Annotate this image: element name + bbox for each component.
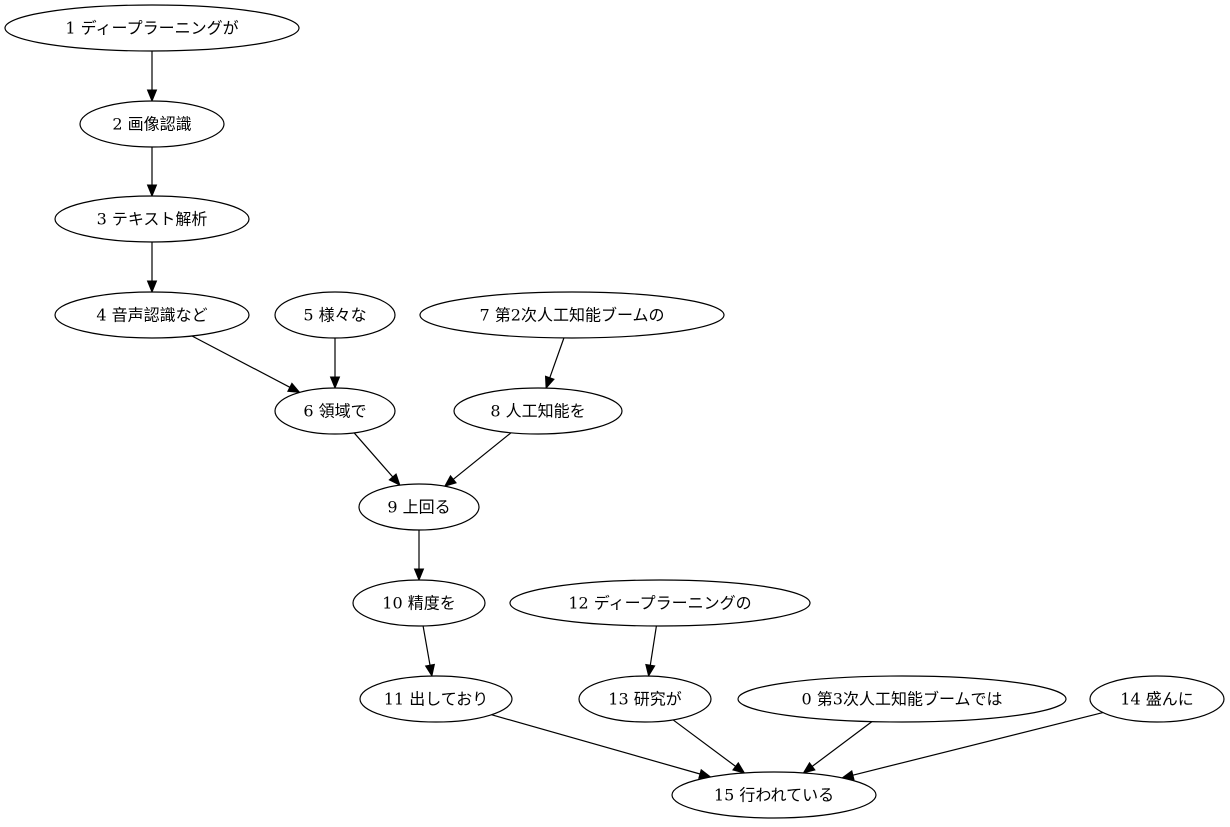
edge-line	[549, 337, 565, 378]
edge-n5-to-n6	[329, 338, 341, 390]
edge-line	[452, 432, 512, 480]
node-n6: 6 領域で	[274, 387, 396, 435]
node-label: 3 テキスト解析	[97, 210, 208, 229]
arrow-head	[329, 376, 341, 390]
node-ellipse	[54, 195, 250, 243]
edge-n7-to-n8	[544, 337, 565, 390]
edge-line	[353, 432, 394, 478]
node-n15: 15 行われている	[671, 771, 877, 819]
node-label: 15 行われている	[714, 786, 834, 805]
node-n3: 3 テキスト解析	[54, 195, 250, 243]
node-ellipse	[54, 291, 250, 339]
node-n4: 4 音声認識など	[54, 291, 250, 339]
edge-n0-to-n15	[802, 721, 873, 774]
arrow-head	[424, 663, 436, 678]
arrow-head	[732, 761, 746, 774]
edge-line	[852, 712, 1104, 776]
node-label: 6 領域で	[303, 402, 366, 421]
node-label: 9 上回る	[387, 498, 450, 517]
arrow-head	[287, 382, 301, 394]
node-n11: 11 出しており	[359, 675, 513, 723]
node-n2: 2 画像認識	[79, 100, 225, 148]
node-ellipse	[79, 100, 225, 148]
edge-n9-to-n10	[413, 530, 425, 582]
node-ellipse	[359, 675, 513, 723]
node-label: 14 盛んに	[1120, 690, 1193, 709]
node-label: 12 ディープラーニングの	[568, 594, 751, 613]
edge-line	[422, 625, 431, 666]
node-ellipse	[358, 483, 480, 531]
edge-n2-to-n3	[146, 147, 158, 198]
edge-n3-to-n4	[146, 242, 158, 294]
node-n0: 0 第3次人工知能ブームでは	[737, 675, 1067, 723]
edge-n14-to-n15	[840, 712, 1104, 781]
edge-n4-to-n6	[191, 335, 301, 394]
arrow-head	[146, 184, 158, 198]
node-n13: 13 研究が	[578, 675, 712, 723]
edge-line	[672, 719, 736, 767]
node-label: 4 音声認識など	[96, 306, 207, 325]
node-n9: 9 上回る	[358, 483, 480, 531]
node-label: 1 ディープラーニングが	[65, 19, 238, 38]
nodes-layer: 1 ディープラーニングが 2 画像認識 3 テキスト解析 4 音声認識など 5 様々な 7…	[4, 4, 1225, 819]
edges-layer	[146, 51, 1104, 781]
node-ellipse	[1089, 675, 1225, 723]
node-ellipse	[274, 387, 396, 435]
node-label: 2 画像認識	[112, 115, 191, 134]
node-ellipse	[352, 579, 486, 627]
edge-n12-to-n13	[645, 625, 657, 678]
node-ellipse	[737, 675, 1067, 723]
node-ellipse	[453, 387, 623, 435]
node-n1: 1 ディープラーニングが	[4, 4, 300, 52]
node-ellipse	[274, 291, 396, 339]
node-n7: 7 第2次人工知能ブームの	[419, 291, 725, 339]
node-label: 11 出しており	[384, 690, 489, 709]
node-label: 10 精度を	[382, 594, 455, 613]
node-n5: 5 様々な	[274, 291, 396, 339]
node-ellipse	[419, 291, 725, 339]
edge-line	[491, 714, 701, 775]
arrow-head	[388, 473, 401, 487]
edge-n11-to-n15	[491, 714, 712, 779]
arrow-head	[146, 89, 158, 103]
edge-n13-to-n15	[672, 719, 746, 774]
arrow-head	[413, 568, 425, 582]
edge-n8-to-n9	[443, 432, 512, 488]
edge-line	[649, 625, 657, 666]
edge-n10-to-n11	[422, 625, 436, 678]
node-n10: 10 精度を	[352, 579, 486, 627]
edge-n1-to-n2	[146, 51, 158, 103]
arrow-head	[544, 375, 555, 390]
node-label: 13 研究が	[608, 690, 681, 709]
node-n14: 14 盛んに	[1089, 675, 1225, 723]
node-label: 5 様々な	[303, 306, 366, 325]
node-n8: 8 人工知能を	[453, 387, 623, 435]
node-ellipse	[509, 579, 811, 627]
arrow-head	[802, 761, 816, 774]
node-label: 0 第3次人工知能ブームでは	[802, 690, 1003, 709]
edge-n6-to-n9	[353, 432, 401, 487]
arrow-head	[443, 474, 457, 488]
node-ellipse	[4, 4, 300, 52]
node-label: 7 第2次人工知能ブームの	[480, 306, 665, 325]
edge-line	[191, 335, 291, 388]
node-ellipse	[578, 675, 712, 723]
edge-line	[811, 721, 873, 767]
node-label: 8 人工知能を	[490, 402, 585, 421]
arrow-head	[146, 280, 158, 294]
arrow-head	[645, 663, 656, 678]
node-ellipse	[671, 771, 877, 819]
node-n12: 12 ディープラーニングの	[509, 579, 811, 627]
